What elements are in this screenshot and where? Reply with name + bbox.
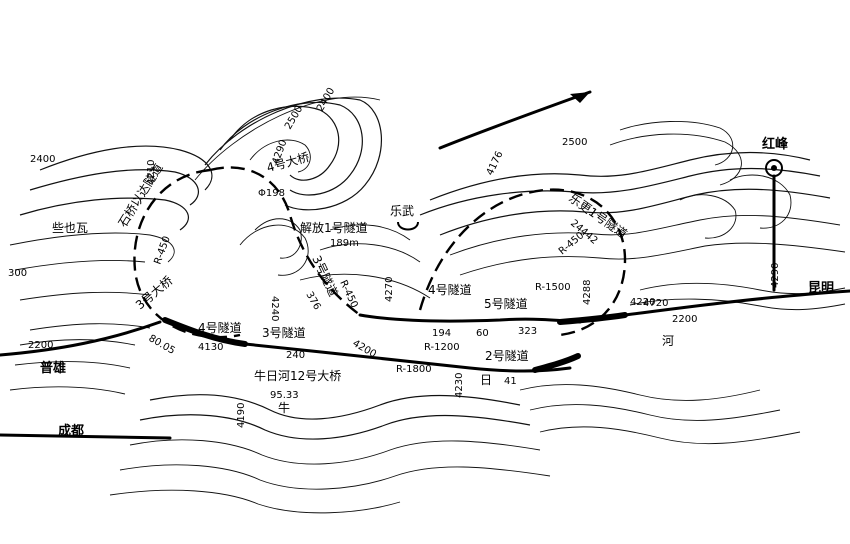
elev-4230: 4230 [454,373,465,398]
railway-lines [0,90,850,440]
num-95-33: 95.33 [270,390,299,401]
elev-4176: 4176 [485,150,506,178]
num-189m: 189m [330,238,359,249]
num-60: 60 [476,328,489,339]
spiral-loop-left [133,168,241,339]
elev-300: 300 [8,268,27,279]
radius-r1800: R-1800 [396,364,432,375]
label-leyewa: 些也瓦 [52,221,88,235]
label-tunnel-4: 4号隧道 [198,320,242,335]
elev-4270: 4270 [384,277,395,302]
label-river-he: 河 [662,334,674,348]
label-kunming: 昆明 [808,280,834,296]
num-240: 240 [286,350,305,361]
elev-4288: 4288 [582,280,593,305]
num-phi198: Φ198 [258,188,285,199]
label-tunnel-4b: 4号隧道 [428,282,472,297]
label-tunnel-2: 2号隧道 [485,348,529,363]
main-line-west [0,320,162,357]
main-line-east [623,289,850,317]
label-puxiong: 普雄 [40,360,66,376]
line-to-chengdu [0,433,172,440]
elev-4290b: 4290 [770,263,781,288]
radius-r450-b: R-450 [337,279,359,310]
num-80-05: 80.05 [147,333,177,357]
radius-r1500: R-1500 [535,282,571,293]
label-hongfeng: 红峰 [762,136,789,152]
elev-4190: 4190 [236,403,247,428]
north-arrow-head [570,92,590,103]
label-river-ri: 日 [480,373,492,387]
label-tunnel-3: 3号隧道 [262,325,306,340]
tunnel-2-segment [532,353,581,373]
map-labels: 红峰 昆明 成都 普雄 些也瓦 乐武 牛 石桥以达隧道 解放1号隧道 2号隧道 … [8,86,834,439]
label-tunnel-5: 5号隧道 [484,296,528,311]
radius-r450-c: R-450 [557,230,586,257]
hongfeng-station-dot [771,165,777,171]
num-376: 376 [303,290,322,312]
label-bridge-3: 3号大桥 [133,274,175,313]
label-bridge-niurihe: 牛日河12号大桥 [254,368,341,383]
label-tunnel-jiefang1: 解放1号隧道 [300,220,368,235]
elev-4130: 4130 [198,342,223,353]
line-tunnel-4-5 [358,313,582,324]
tunnel-4-segment [162,317,248,347]
elev-4220: 4220 [630,297,655,308]
label-lewu: 乐武 [390,204,414,218]
elev-2400-a: 2400 [30,154,55,165]
radius-r450-a: R-450 [152,235,172,266]
north-arrow-shaft [438,90,592,150]
lewu-station-marker [397,221,419,231]
spiral-loop-upper [209,166,361,316]
elev-4720: 4720 [643,298,668,309]
radius-r1200: R-1200 [424,342,460,353]
elev-4210: 4210 [146,160,157,185]
elev-2200-b: 2200 [672,314,697,325]
num-41: 41 [504,376,517,387]
num-323: 323 [518,326,537,337]
elev-4240: 4240 [269,296,280,321]
elev-2500-b: 2500 [562,137,587,148]
label-chengdu: 成都 [58,423,84,439]
num-194: 194 [432,328,451,339]
spiral-loop-right [418,188,627,337]
elev-2200-a: 2200 [28,340,53,351]
contour-lines [9,96,846,514]
tunnel-1-segment [557,312,628,325]
label-niu: 牛 [278,400,290,415]
